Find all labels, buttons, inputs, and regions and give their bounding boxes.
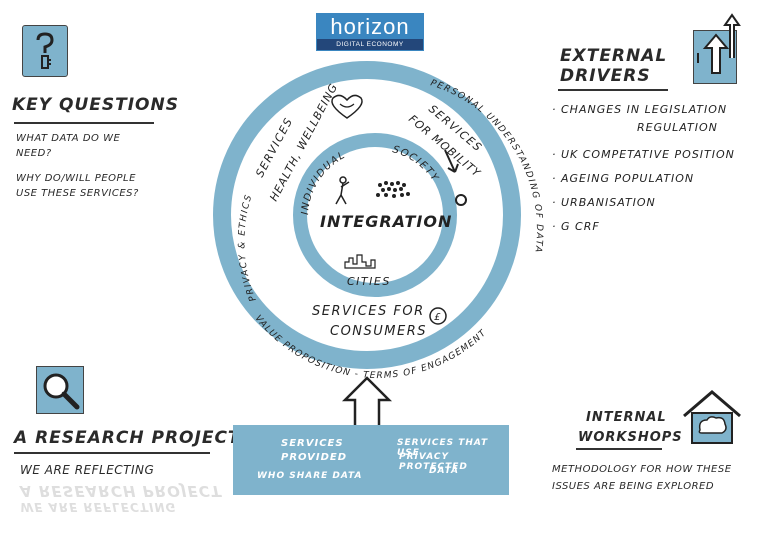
driver-item: · G CRF bbox=[552, 220, 600, 233]
key-questions-heading: KEY QUESTIONS bbox=[12, 95, 179, 115]
key-icon-box bbox=[22, 25, 68, 77]
services-privacy-line2: PRIVACY PROTECTED bbox=[399, 452, 468, 472]
research-project-underline bbox=[14, 452, 210, 454]
key-questions-line3: WHY DO/WILL PEOPLE bbox=[16, 173, 136, 184]
services-provided-line3: WHO SHARE DATA bbox=[257, 471, 363, 481]
crowd-icon bbox=[376, 181, 410, 198]
arrows-up-icon-box bbox=[693, 13, 741, 84]
services-privacy-line3: DATA bbox=[429, 466, 459, 476]
logo-subtitle: DIGITAL ECONOMY RESEARCH bbox=[317, 39, 423, 59]
outer-ring bbox=[213, 61, 521, 369]
consumers-services-line1: SERVICES FOR bbox=[312, 304, 425, 319]
person-icon bbox=[335, 176, 350, 205]
key-questions-line4: USE THESE SERVICES? bbox=[16, 188, 139, 199]
inner-ring bbox=[293, 133, 457, 297]
external-drivers-heading-line2: DRIVERS bbox=[560, 66, 651, 86]
internal-workshops-heading-line1: INTERNAL bbox=[586, 410, 667, 425]
logo-wordmark: horizon bbox=[317, 14, 423, 39]
house-brain-icon bbox=[680, 388, 744, 448]
research-project-subtext: WE ARE REFLECTING bbox=[20, 463, 155, 477]
external-drivers-list: · CHANGES IN LEGISLATION REGULATION · UK… bbox=[552, 103, 752, 244]
key-questions-line2: NEED? bbox=[16, 148, 52, 159]
driver-item: · URBANISATION bbox=[552, 196, 656, 209]
horizon-logo: horizon DIGITAL ECONOMY RESEARCH bbox=[316, 13, 424, 59]
consumers-services-line2: CONSUMERS bbox=[330, 324, 427, 339]
internal-workshops-line2: ISSUES ARE BEING EXPLORED bbox=[552, 481, 715, 492]
mobility-arrow-icon bbox=[444, 149, 459, 173]
magnifier-icon bbox=[43, 373, 80, 410]
heart-icon bbox=[331, 94, 363, 119]
key-icon bbox=[36, 32, 54, 69]
key-questions-line1: WHAT DATA DO WE bbox=[16, 133, 121, 144]
svg-text:£: £ bbox=[434, 312, 441, 323]
driver-item: · AGEING POPULATION bbox=[552, 172, 695, 185]
magnifier-icon-box bbox=[36, 366, 84, 414]
services-box: SERVICES PROVIDED WHO SHARE DATA SERVICE… bbox=[233, 425, 509, 495]
internal-workshops-heading-line2: WORKSHOPS bbox=[578, 430, 683, 445]
integration-label: INTEGRATION bbox=[320, 212, 452, 231]
city-skyline-icon bbox=[344, 254, 376, 269]
driver-item: · CHANGES IN LEGISLATION bbox=[552, 103, 728, 116]
driver-item: REGULATION bbox=[637, 121, 718, 134]
services-provided-line2: PROVIDED bbox=[281, 452, 348, 463]
external-drivers-heading-line1: EXTERNAL bbox=[560, 46, 668, 66]
research-project-heading: A RESEARCH PROJECT bbox=[14, 428, 241, 448]
arrows-up-icon bbox=[697, 13, 741, 74]
services-provided-line1: SERVICES bbox=[281, 438, 344, 449]
driver-item: · UK COMPETATIVE POSITION bbox=[552, 148, 735, 161]
services-privacy-line1: SERVICES THAT USE bbox=[397, 438, 489, 458]
inner-ring-dot bbox=[455, 194, 467, 206]
key-questions-underline bbox=[14, 122, 154, 124]
up-arrow-icon bbox=[341, 376, 393, 425]
currency-icon: £ bbox=[429, 307, 447, 325]
external-drivers-underline bbox=[558, 89, 668, 91]
internal-workshops-line1: METHODOLOGY FOR HOW THESE bbox=[552, 464, 732, 475]
cities-label: CITIES bbox=[347, 275, 391, 288]
internal-workshops-underline bbox=[576, 448, 662, 450]
